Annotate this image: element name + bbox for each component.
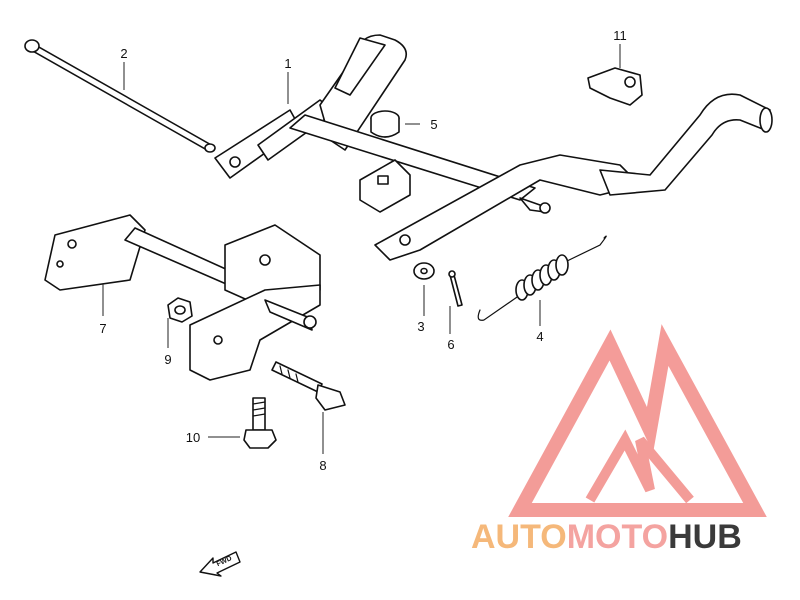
callout-5: 5 [430,117,437,132]
callout-9: 9 [164,352,171,367]
part-10-bolt [243,397,277,449]
part-2-rod [24,39,216,153]
part-6-cotter-pin [448,270,463,307]
watermark-part-hub: HUB [668,518,742,556]
watermark-part-auto: AUTO [471,518,567,556]
callout-1: 1 [284,56,291,71]
part-11-bracket [587,67,643,106]
watermark-logo-icon [508,324,767,517]
callout-6: 6 [447,337,454,352]
watermark-text: AUTOMOTOHUB [471,518,742,557]
part-8-bolt [271,361,346,411]
leader-lines [102,44,621,454]
callout-11: 11 [613,28,627,43]
part-1-main-stand [214,34,773,261]
part-5-stopper [370,110,400,138]
callout-4: 4 [536,329,543,344]
fwd-arrow-icon: FWD [199,551,241,577]
part-7-bracket [44,214,321,381]
callout-10: 10 [186,430,200,445]
part-9-nut [167,297,193,323]
watermark-part-moto: MOTO [566,518,669,556]
part-3-washer [413,262,435,280]
callout-3: 3 [417,319,424,334]
part-4-spring [477,235,607,321]
callout-2: 2 [120,46,127,61]
callout-8: 8 [319,458,326,473]
callout-7: 7 [99,321,106,336]
